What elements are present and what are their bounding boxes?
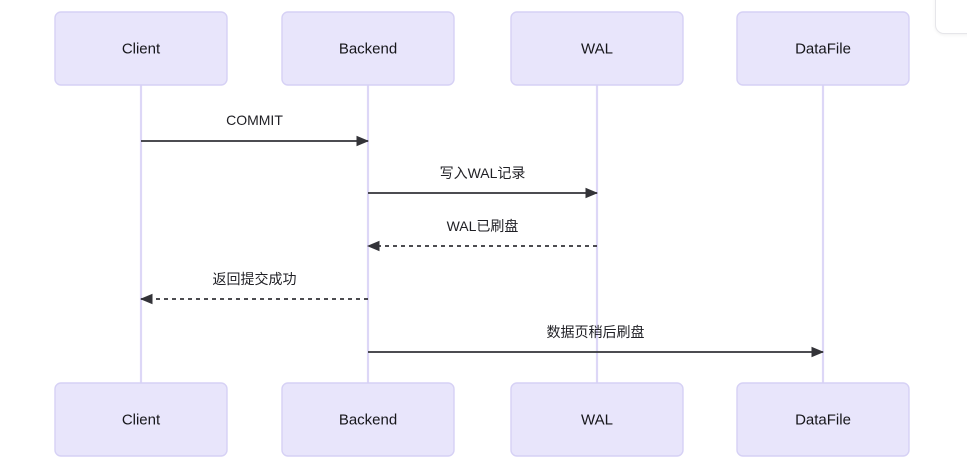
actor-box-wal-top[interactable] — [510, 11, 684, 86]
actor-backend-bottom[interactable]: Backend — [281, 382, 455, 457]
actor-box-wal-bottom[interactable] — [510, 382, 684, 457]
message-m5[interactable]: 数据页稍后刷盘 — [368, 324, 825, 358]
actor-label-wal-top: WAL — [581, 40, 613, 57]
actor-datafile-top[interactable]: DataFile — [736, 11, 910, 86]
actor-boxes-bottom: Client Backend WAL DataFile — [54, 382, 910, 457]
actor-label-backend-bottom: Backend — [339, 411, 397, 428]
message-m3[interactable]: WAL已刷盘 — [366, 218, 597, 252]
actor-wal-top[interactable]: WAL — [510, 11, 684, 86]
message-m4[interactable]: 返回提交成功 — [139, 271, 368, 305]
actor-label-datafile-top: DataFile — [795, 40, 851, 57]
actor-box-client-top[interactable] — [54, 11, 228, 86]
message-m1[interactable]: COMMIT — [141, 112, 370, 147]
lifelines-group — [139, 85, 825, 383]
toolbar-fragment[interactable] — [935, 0, 967, 34]
message-m2[interactable]: 写入WAL记录 — [368, 165, 599, 199]
message-label-m3: WAL已刷盘 — [447, 218, 519, 234]
actor-box-client-bottom[interactable] — [54, 382, 228, 457]
actor-label-backend-top: Backend — [339, 40, 397, 57]
message-label-m1: COMMIT — [226, 112, 283, 128]
actor-wal-bottom[interactable]: WAL — [510, 382, 684, 457]
actor-box-datafile-top[interactable] — [736, 11, 910, 86]
message-label-m2: 写入WAL记录 — [440, 165, 526, 181]
actor-label-datafile-bottom: DataFile — [795, 411, 851, 428]
actor-datafile-bottom[interactable]: DataFile — [736, 382, 910, 457]
actor-box-backend-top[interactable] — [281, 11, 455, 86]
actor-box-backend-bottom[interactable] — [281, 382, 455, 457]
message-label-m5: 数据页稍后刷盘 — [547, 324, 645, 340]
actor-box-datafile-bottom[interactable] — [736, 382, 910, 457]
actor-boxes-top: Client Backend WAL DataFile — [54, 11, 910, 86]
actor-backend-top[interactable]: Backend — [281, 11, 455, 86]
actor-label-wal-bottom: WAL — [581, 411, 613, 428]
message-label-m4: 返回提交成功 — [213, 271, 297, 287]
actor-client-top[interactable]: Client — [54, 11, 228, 86]
actor-client-bottom[interactable]: Client — [54, 382, 228, 457]
actor-label-client-bottom: Client — [122, 411, 161, 428]
actor-label-client-top: Client — [122, 40, 161, 57]
